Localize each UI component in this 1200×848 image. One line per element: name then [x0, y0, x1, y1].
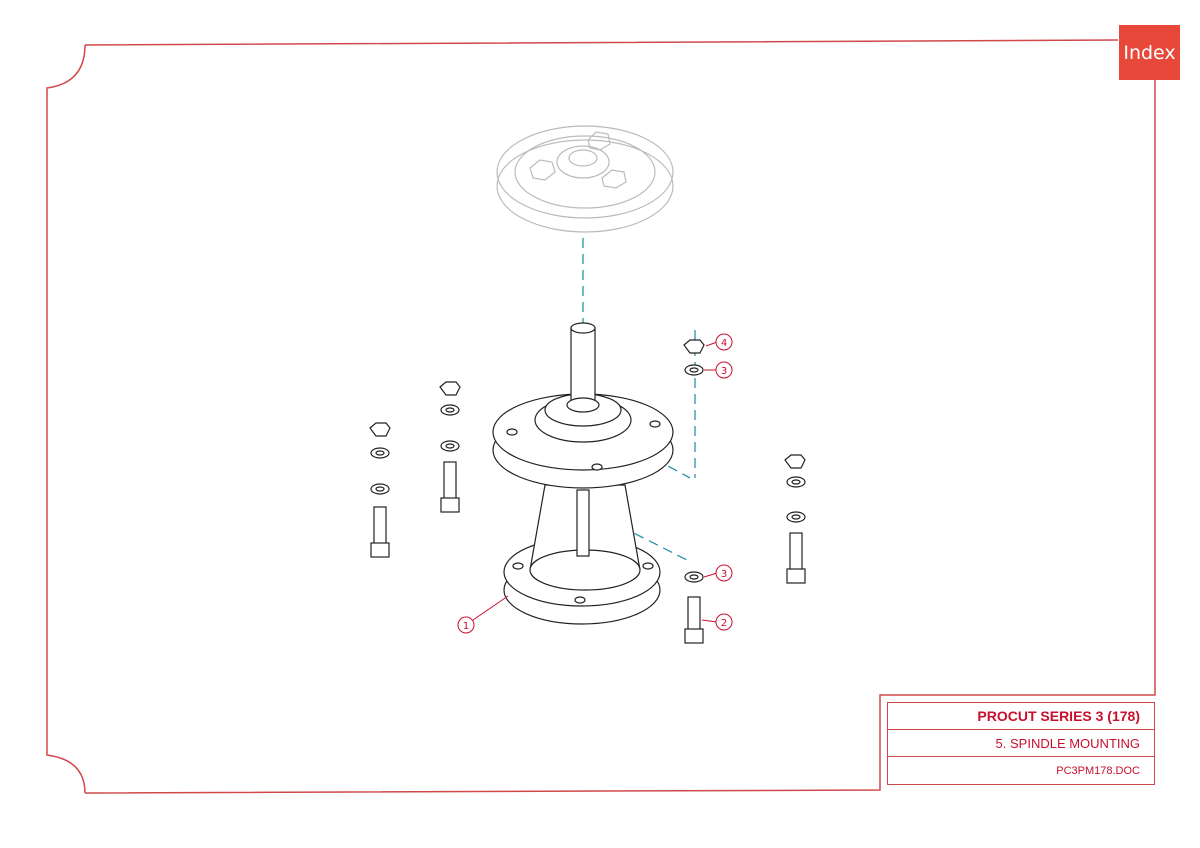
- drawing-border: [46, 39, 1156, 794]
- callout-label-3-top: 3: [721, 366, 727, 377]
- fastener-stack-left-inner: [439, 381, 461, 513]
- callout-label-3-bottom: 3: [721, 569, 727, 580]
- fastener-stack-callout: [683, 339, 705, 644]
- callout-labels: 1 2 3 3 4: [463, 338, 727, 632]
- callout-label-2: 2: [721, 618, 727, 629]
- pulley-ghost: [496, 125, 674, 233]
- spindle-housing: [492, 322, 674, 625]
- callout-1: [457, 616, 475, 634]
- title-block-title: PROCUT SERIES 3 (178): [888, 703, 1154, 730]
- title-block-subtitle: 5. SPINDLE MOUNTING: [888, 730, 1154, 757]
- callout-label-1: 1: [463, 621, 469, 632]
- fastener-stack-left: [369, 422, 391, 558]
- index-button[interactable]: Index: [1119, 25, 1180, 80]
- callout-3-top: [715, 361, 733, 379]
- callout-3-bottom: [715, 564, 733, 582]
- title-block-file: PC3PM178.DOC: [1056, 764, 1140, 777]
- callout-label-4: 4: [721, 338, 727, 349]
- callout-2: [715, 613, 733, 631]
- callouts: [457, 333, 733, 634]
- fastener-stack-right: [784, 454, 806, 584]
- title-block: PROCUT SERIES 3 (178) 5. SPINDLE MOUNTIN…: [887, 702, 1155, 785]
- callout-4: [715, 333, 733, 351]
